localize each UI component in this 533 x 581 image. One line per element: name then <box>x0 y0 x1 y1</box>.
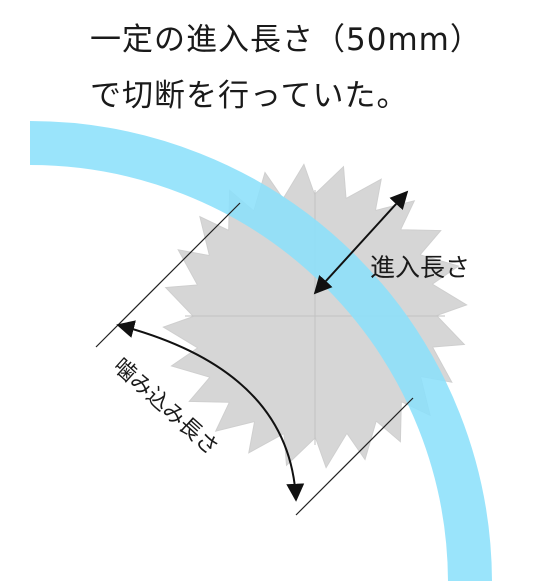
extension-line-lower <box>295 397 414 516</box>
entry-length-arrow <box>313 190 409 295</box>
title-line-1: 一定の進入長さ（50mm） <box>90 22 482 58</box>
entry-length-label: 進入長さ <box>370 253 470 282</box>
bite-length-arrow <box>116 320 305 502</box>
title: 一定の進入長さ（50mm） で切断を行っていた。 <box>90 12 482 124</box>
title-line-2: で切断を行っていた。 <box>90 78 409 114</box>
